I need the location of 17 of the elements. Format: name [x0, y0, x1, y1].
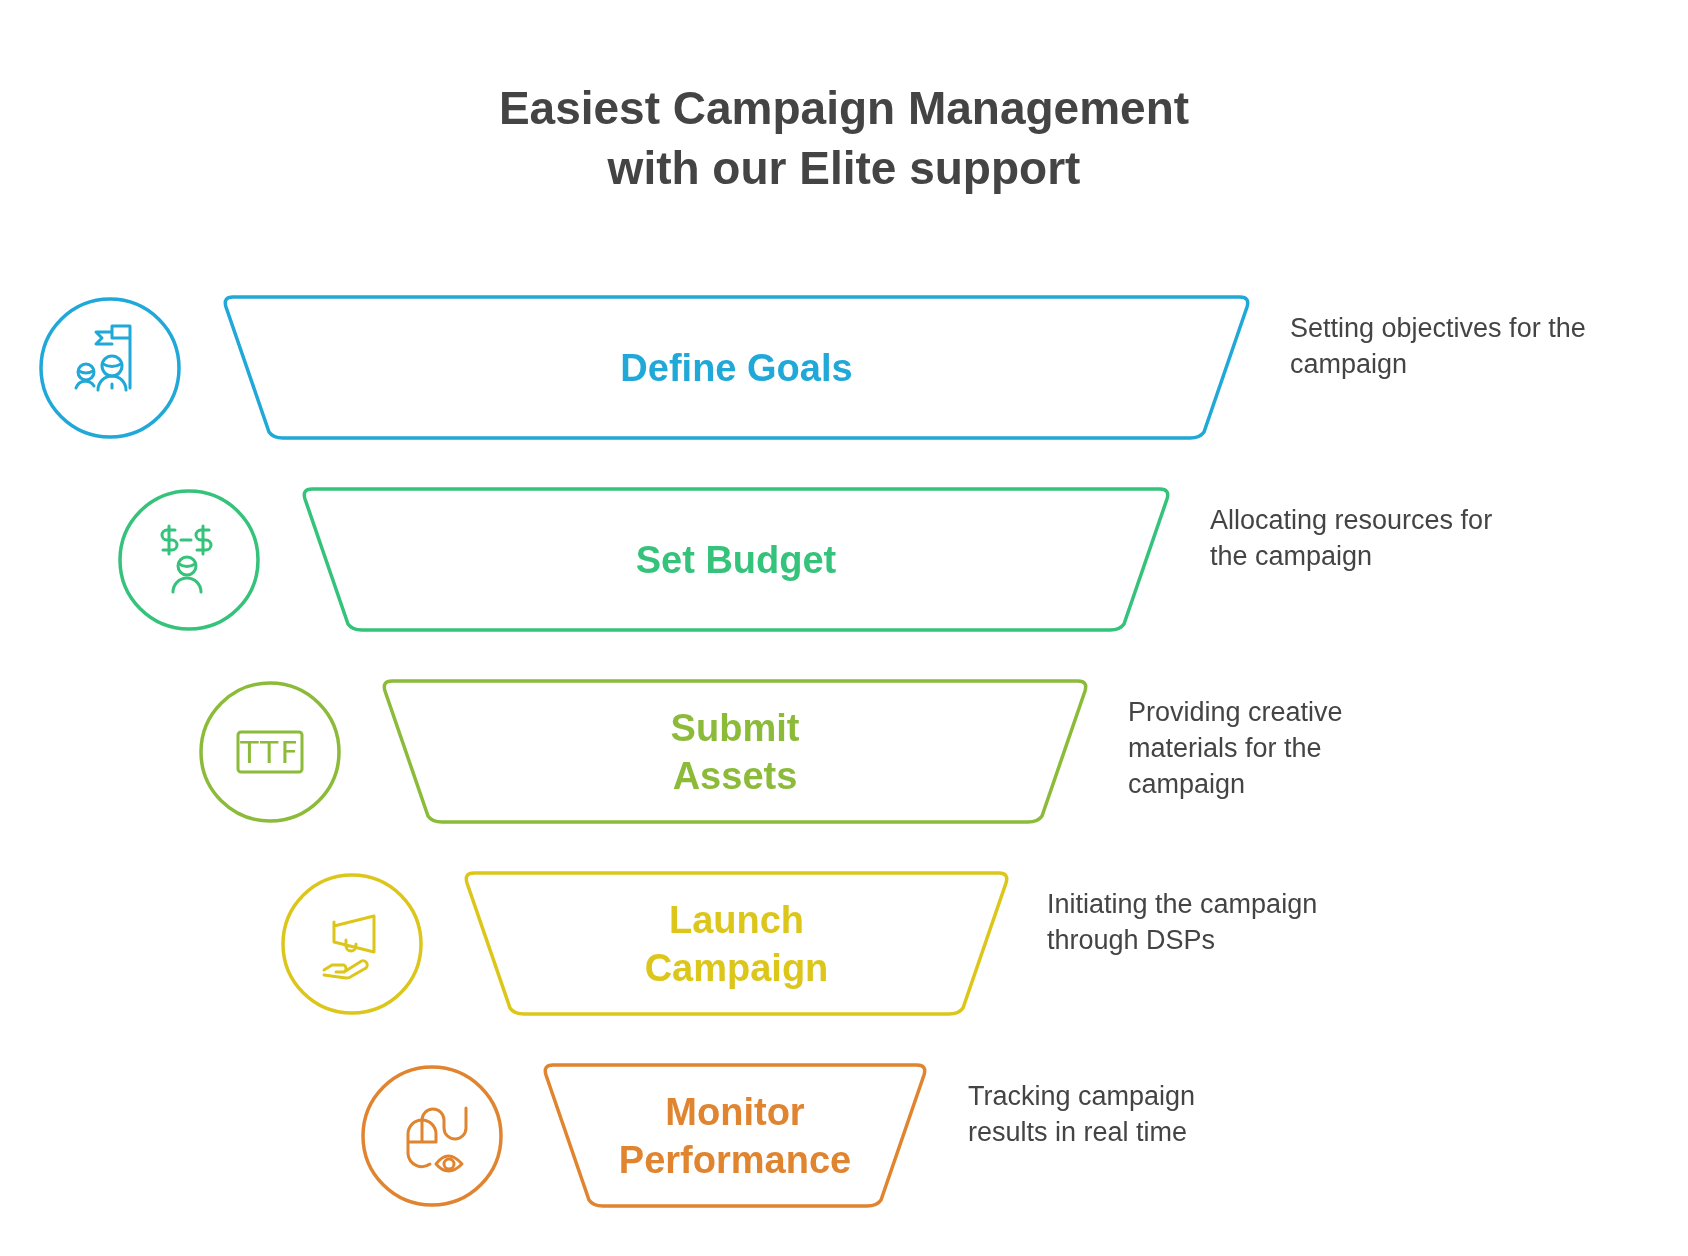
stage-label: Submit Assets	[669, 705, 801, 799]
title: Easiest Campaign Management with our Elite support	[497, 81, 1191, 196]
stage-description: Initiating the campaign through DSPs	[1047, 888, 1319, 957]
stage-description: Tracking campaign results in real time	[968, 1080, 1197, 1149]
funnel-stage	[380, 679, 1090, 824]
stage-description: Setting objectives for the campaign	[1290, 312, 1587, 381]
stage-description: Providing creative materials for the campaign	[1128, 696, 1344, 801]
stage-label: Launch Campaign	[643, 897, 830, 991]
funnel-stage	[221, 295, 1252, 440]
icon-lettering: TTF	[240, 733, 300, 772]
stage-label: Define Goals	[620, 345, 853, 391]
funnel-stage	[300, 487, 1172, 632]
stage-label: Monitor Performance	[617, 1089, 853, 1183]
funnel-stage	[462, 871, 1011, 1016]
stage-description: Allocating resources for the campaign	[1210, 504, 1494, 573]
funnel-stage	[541, 1063, 929, 1208]
stage-label: Set Budget	[635, 537, 837, 583]
